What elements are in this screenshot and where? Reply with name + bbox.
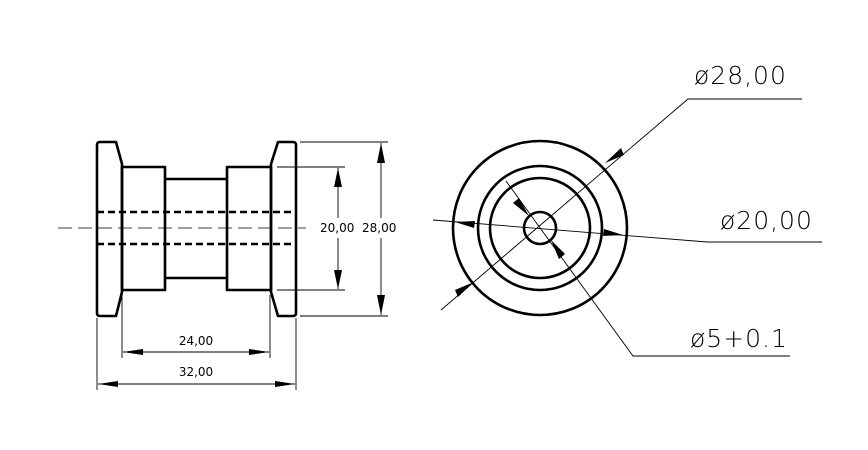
dim-5-label: ø5+0.1: [690, 324, 788, 353]
dim-20-front-label: ø20,00: [720, 206, 813, 235]
dim-24-label: 24,00: [179, 334, 213, 348]
dim-28-front-arrows: [455, 148, 624, 297]
front-view: ø28,00 ø20,00 ø5+0.1: [432, 61, 822, 357]
center-shaft: [165, 177, 227, 280]
dim-32-label: 32,00: [179, 365, 213, 379]
dim-28-front-label: ø28,00: [694, 61, 787, 90]
dim-32-lines: [96, 318, 297, 390]
left-hub: [120, 165, 167, 292]
dim-20-front-arrows: [455, 221, 623, 236]
right-hub: [225, 165, 273, 292]
bore-hole: [522, 210, 558, 246]
dim-32-arrows: [98, 381, 295, 387]
dim-28-label: 28,00: [362, 221, 396, 235]
dim-20-leader: [432, 219, 822, 243]
dim-28-arrows: [377, 143, 385, 315]
dim-5-leader: [505, 180, 790, 357]
inner-circle: [488, 176, 592, 280]
hub-circle: [476, 164, 604, 292]
dim-5-arrows: [513, 198, 565, 259]
hidden-bore-lines: [97, 210, 296, 246]
dim-24-lines: [121, 295, 271, 358]
outer-circle: [451, 139, 629, 317]
right-flange: [269, 140, 298, 318]
dim-20-label: 20,00: [320, 221, 354, 235]
dim-28-leader: [440, 98, 802, 311]
side-view: 20,00 28,00 24,00 32,00: [58, 140, 406, 390]
left-flange: [95, 140, 124, 318]
